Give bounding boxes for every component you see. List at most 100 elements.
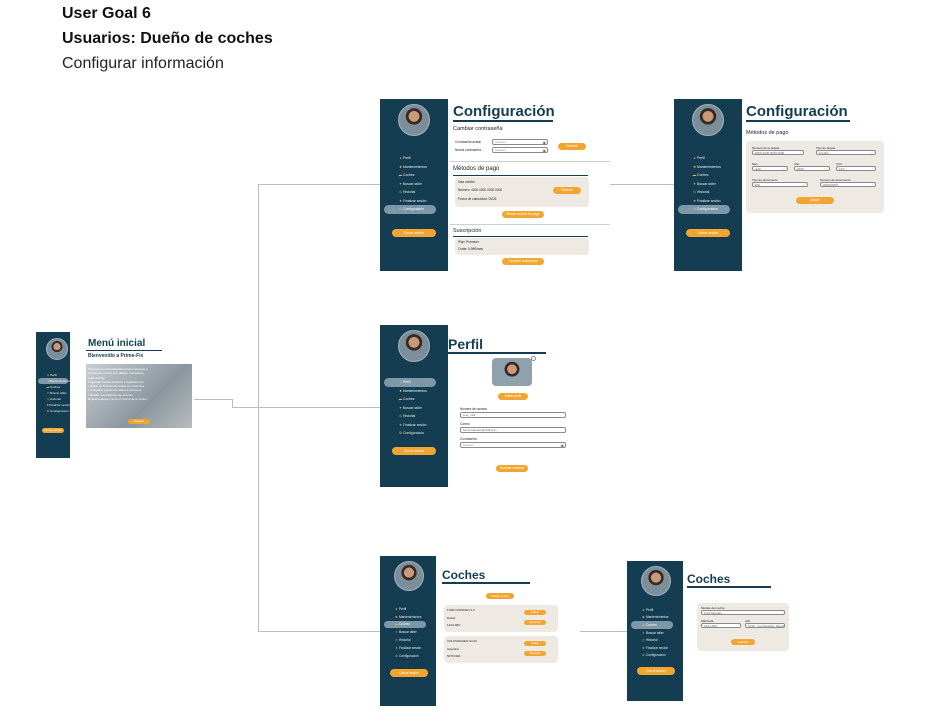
sidebar-item-mantenimientos[interactable]: ■Mantenimientos [693, 164, 721, 169]
logout-button[interactable]: Cerrar sesión [42, 428, 64, 433]
month-select[interactable]: Julio⌄ [752, 166, 788, 171]
sidebar-item-perfil[interactable]: ●Perfil [395, 606, 407, 611]
cvv-input[interactable]: 123 [836, 166, 876, 171]
doc-type-select[interactable]: DNI⌄ [752, 182, 808, 187]
eye-icon[interactable]: ◉ [560, 443, 565, 448]
sidebar-item-perfil[interactable]: ●Perfil [642, 607, 654, 612]
star-icon: ★ [642, 645, 645, 650]
car-edit-screen: ●Perfil ■Mantenimientos ▬Coches ✦Buscar … [627, 561, 805, 701]
delete-car-button[interactable]: Eliminar [524, 651, 546, 656]
sidebar-item-configuracion[interactable]: ⚙Configuración [398, 431, 424, 436]
model-input[interactable]: Ford Mondeo [701, 610, 785, 615]
sidebar-item-historial[interactable]: ◷Historial [642, 638, 658, 643]
sidebar-item-coches[interactable]: ▬Coches [398, 397, 415, 402]
sidebar-item-coches[interactable]: ▬Coches [398, 173, 415, 178]
delete-card-button[interactable]: Eliminar [553, 187, 581, 194]
sidebar: ●Perfil ■Mantenimientos ▬Coches ✦Buscar … [627, 561, 683, 701]
sidebar-item-perfil[interactable]: ●Perfil [47, 373, 57, 377]
sidebar-item-coches[interactable]: ▬Coches [692, 173, 709, 178]
logout-button[interactable]: Cerrar sesión [390, 669, 428, 677]
sidebar: ●Perfil ■Mantenimientos ▬Coches ✦Buscar … [36, 332, 71, 458]
sidebar-item-perfil[interactable]: ●Perfil [399, 156, 411, 161]
password-input[interactable]: ••••••••••◉ [460, 442, 566, 448]
title-underline [86, 350, 162, 351]
logout-button[interactable]: Cerrar sesión [637, 667, 675, 675]
sidebar-item-finalizar[interactable]: ★Finalizar sesión [395, 645, 422, 650]
sidebar-item-finalizar[interactable]: ★Finalizar sesión [398, 198, 427, 203]
logout-button[interactable]: Cerrar sesión [392, 447, 436, 455]
sidebar-item-buscar-taller[interactable]: ✦Buscar taller [399, 181, 422, 186]
history-icon: ◷ [395, 638, 398, 643]
sidebar-item-coches[interactable]: ▬Coches [631, 621, 673, 629]
sidebar-item-configuracion[interactable]: ⚙Configuración [46, 409, 69, 413]
sidebar-item-coches[interactable]: ▬Coches [46, 385, 61, 389]
save-changes-button[interactable]: Guardar cambios [496, 465, 528, 472]
sidebar-item-historial[interactable]: ◷Historial [693, 190, 710, 195]
sidebar-item-buscar-taller[interactable]: ✦Buscar taller [46, 391, 67, 395]
fuel-input[interactable]: 2018 · Combustible: Diésel [745, 623, 785, 628]
add-card-button[interactable]: Añadir [796, 197, 834, 204]
edit-car-button[interactable]: Editar [524, 610, 546, 615]
logout-button[interactable]: Cerrar sesión [686, 229, 730, 237]
current-password-input[interactable]: ••••••••••◉ [492, 139, 548, 145]
sidebar-item-finalizar[interactable]: ★Finalizar sesión [398, 422, 427, 427]
edit-profile-button[interactable]: Editar perfil [498, 393, 528, 400]
save-car-button[interactable]: Guardar [731, 639, 755, 645]
username-label: Nombre de usuario [460, 407, 488, 411]
username-input[interactable]: Luis_123 [460, 412, 566, 418]
sidebar-item-buscar-taller[interactable]: ✦Buscar taller [395, 630, 417, 635]
card-type-select[interactable]: Crédito⌄ [816, 150, 876, 155]
sidebar-item-perfil[interactable]: ●Perfil [384, 378, 436, 387]
sidebar-item-historial[interactable]: ◷Historial [46, 397, 61, 401]
year-label: Año [745, 619, 751, 623]
sidebar-nav: ●Perfil ■Mantenimientos ▬Coches ✦Buscar … [627, 606, 683, 659]
delete-car-button[interactable]: Eliminar [524, 620, 546, 625]
sidebar-item-perfil[interactable]: ●Perfil [693, 156, 705, 161]
sidebar-item-configuracion[interactable]: ⚙Configuración [678, 205, 730, 214]
gear-icon: ⚙ [642, 653, 645, 658]
edit-car-button[interactable]: Editar [524, 641, 546, 646]
wrench-icon: ✦ [642, 630, 645, 635]
sidebar-item-finalizar[interactable]: ★Finalizar sesión [46, 403, 70, 407]
doc-number-label: Número de documento [820, 178, 851, 182]
card-number-input[interactable]: 0000 0000 0000 0000 [752, 150, 804, 155]
user-icon: ● [399, 156, 402, 161]
history-icon: ◷ [693, 190, 696, 195]
doc-number-input[interactable]: 00000000X [820, 182, 876, 187]
save-password-button[interactable]: Guardar [558, 143, 586, 150]
plate-input[interactable]: 1234 ABC [701, 623, 741, 628]
sidebar-item-historial[interactable]: ◷Historial [399, 414, 416, 419]
new-password-input[interactable]: ••••••••••◉ [492, 147, 548, 153]
sidebar-item-buscar-taller[interactable]: ✦Buscar taller [693, 181, 716, 186]
eye-icon[interactable]: ◉ [542, 148, 547, 153]
year-select[interactable]: 2029⌄ [794, 166, 830, 171]
edit-photo-icon[interactable] [531, 356, 536, 361]
config-payment-screen: ●Perfil ■Mantenimientos ▬Coches ✦Buscar … [674, 99, 896, 271]
sidebar-item-mantenimientos[interactable]: ■Mantenimientos [399, 164, 427, 169]
sidebar: ●Perfil ■Mantenimientos ▬Coches ✦Buscar … [380, 99, 448, 271]
sidebar-item-configuracion[interactable]: ⚙Configuración [395, 653, 419, 658]
car-name: VOLKSWAGEN GOLF [447, 639, 478, 643]
sidebar-item-configuracion[interactable]: ⚙Configuración [642, 653, 666, 658]
sidebar-item-mantenimientos[interactable]: ■Mantenimientos [399, 388, 427, 393]
sidebar-item-finalizar[interactable]: ★Finalizar sesión [692, 198, 721, 203]
sidebar-item-mantenimientos[interactable]: ■Mantenimientos [395, 614, 422, 619]
connector-line [232, 399, 233, 408]
logout-button[interactable]: Cerrar sesión [392, 229, 436, 237]
add-car-button[interactable]: Añadir coche [486, 593, 514, 599]
sidebar-item-historial[interactable]: ◷Historial [399, 190, 416, 195]
email-input[interactable]: luis.fernandez@mail.com [460, 427, 566, 433]
sidebar-item-coches[interactable]: ▬Coches [384, 620, 426, 629]
eye-icon[interactable]: ◉ [542, 140, 547, 145]
sidebar-item-mantenimientos[interactable]: ■Mantenimientos [38, 378, 71, 384]
banner-button[interactable]: Buscar [128, 419, 150, 424]
sidebar-item-configuracion[interactable]: ⚙Configuración [384, 205, 436, 214]
cancel-subscription-button[interactable]: Cancelar suscripción [502, 258, 544, 265]
sidebar-item-mantenimientos[interactable]: ■Mantenimientos [642, 615, 669, 620]
sidebar-item-buscar-taller[interactable]: ✦Buscar taller [399, 405, 422, 410]
sidebar-item-buscar-taller[interactable]: ✦Buscar taller [642, 630, 664, 635]
sidebar-item-finalizar[interactable]: ★Finalizar sesión [642, 645, 669, 650]
car-fuel: Diésel [447, 616, 456, 620]
sidebar-item-historial[interactable]: ◷Historial [395, 638, 411, 643]
add-payment-button[interactable]: Añadir método de pago [502, 211, 544, 218]
